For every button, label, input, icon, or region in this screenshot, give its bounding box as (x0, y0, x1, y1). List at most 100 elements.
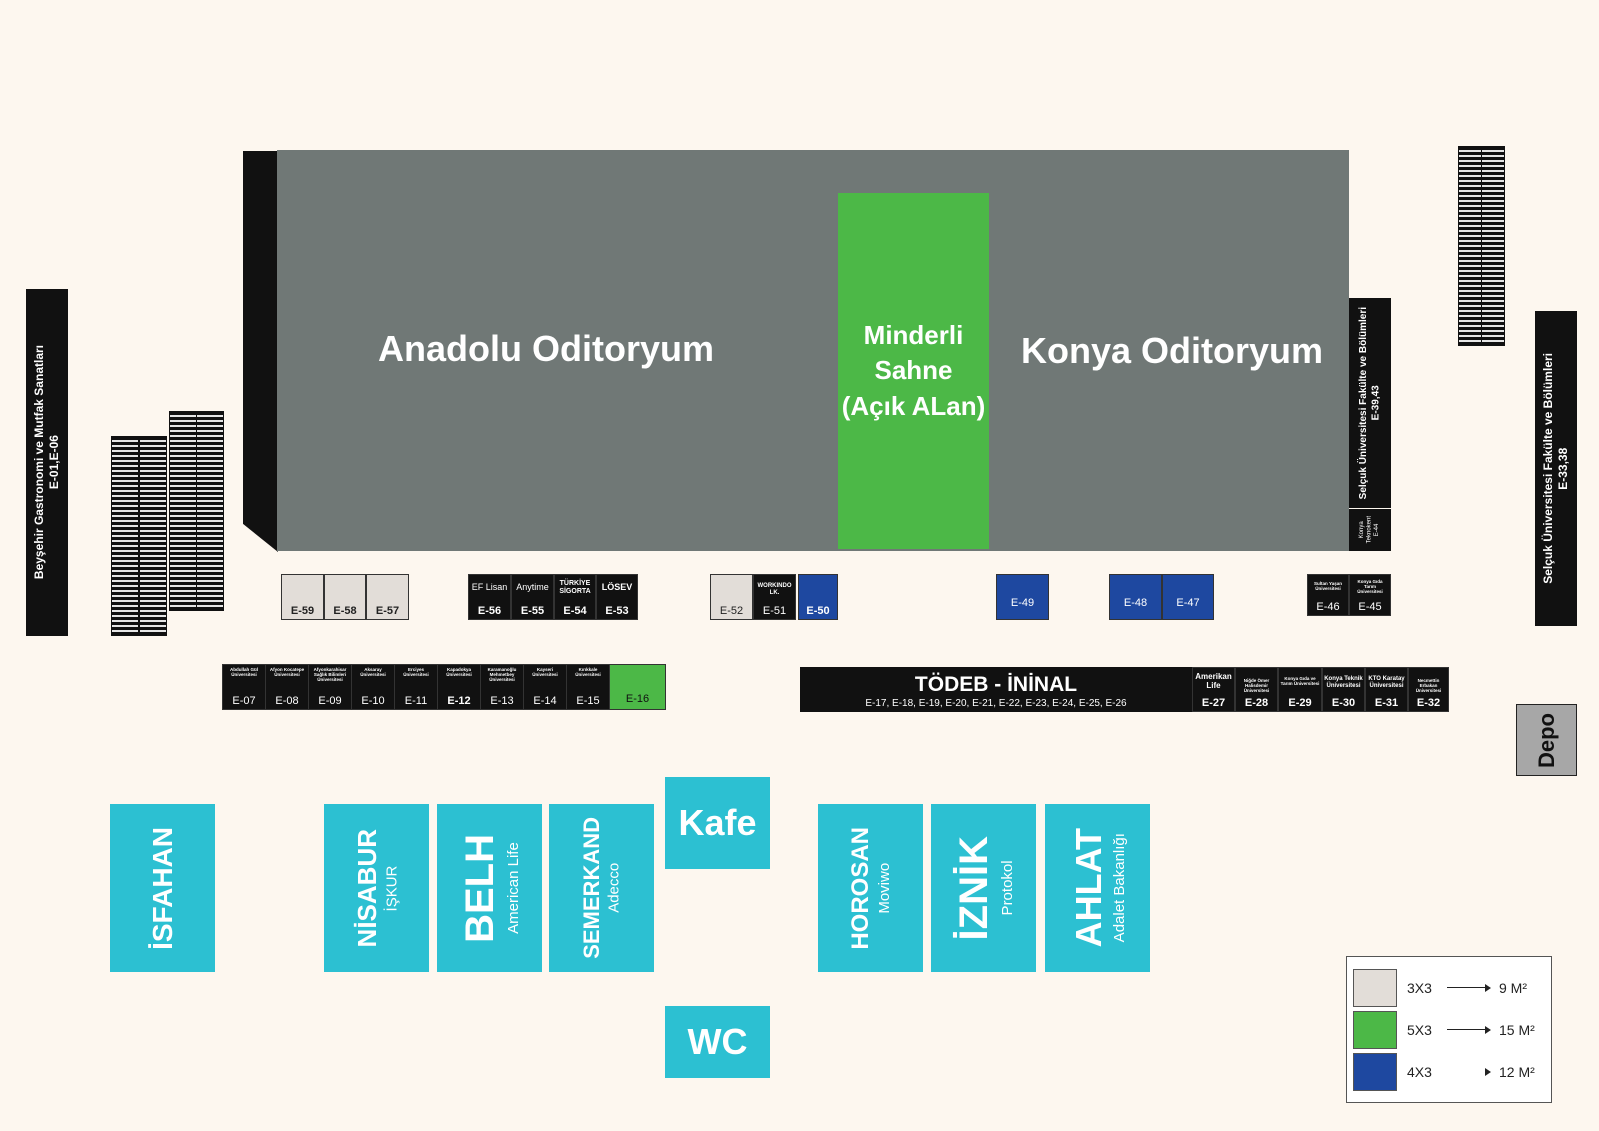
booth-e31[interactable]: KTO Karatay Üniversitesi E-31 (1365, 667, 1408, 712)
booth-e54[interactable]: TÜRKİYE SİGORTA E-54 (554, 574, 596, 620)
teknokent-line-2: Teknokent (1366, 516, 1373, 544)
booth-e27[interactable]: Amerikan Life E-27 (1192, 667, 1235, 712)
legend-size: 4X3 (1407, 1064, 1432, 1080)
booth-e16[interactable]: E-16 (609, 664, 666, 710)
selcuk-inner-codes: E-39,43 (1370, 385, 1381, 421)
booth-name: Niğde Ömer Halisdemir Üniversitesi (1243, 678, 1270, 694)
booth-e08[interactable]: Afyon Kocatepe Üniversitesi E-08 (265, 664, 309, 710)
beysehir-gastronomi-booth: Beyşehir Gastronomi ve Mutfak Sanatları … (26, 289, 68, 636)
booth-e45[interactable]: Konya Gıda Tarım Üniversitesi E-45 (1349, 574, 1391, 616)
legend: 3X3 9 M² 5X3 15 M² 4X3 12 M² (1346, 956, 1552, 1103)
striped-rack-1 (111, 436, 139, 636)
legend-row-4x3: 4X3 12 M² (1353, 1053, 1535, 1091)
legend-area: 15 M² (1499, 1022, 1535, 1038)
pavilion-isfahan[interactable]: İSFAHAN (110, 804, 215, 972)
kafe-label: Kafe (678, 802, 757, 843)
booth-e49[interactable]: E-49 (996, 574, 1049, 620)
booth-e07[interactable]: Abdullah Gül Üniversitesi E-07 (222, 664, 266, 710)
booth-name: Karamanoğlu Mehmetbey Üniversitesi (487, 667, 517, 683)
pavilion-belh[interactable]: BELH American Life (437, 804, 542, 972)
booth-e48[interactable]: E-48 (1109, 574, 1162, 620)
pavilion-sponsor: Moviwo (876, 862, 894, 914)
pavilion-name: NİSABUR (351, 828, 382, 948)
booth-code: E-14 (533, 695, 557, 707)
legend-row-5x3: 5X3 15 M² (1353, 1011, 1535, 1049)
booth-e53[interactable]: LÖSEV E-53 (596, 574, 638, 620)
pavilion-horosan[interactable]: HOROSAN Moviwo (818, 804, 923, 972)
booth-e13[interactable]: Karamanoğlu Mehmetbey Üniversitesi E-13 (480, 664, 524, 710)
legend-swatch-blue (1353, 1053, 1397, 1091)
booth-name: WORKINDO LK. (757, 583, 792, 596)
konya-teknokent-booth: Konya Teknokent E-44 (1349, 509, 1391, 551)
booth-e29[interactable]: Konya Gıda ve Tarım Üniversitesi E-29 (1278, 667, 1322, 712)
booth-code: E-27 (1201, 697, 1226, 709)
pavilion-sponsor: İŞKUR (383, 865, 401, 911)
booth-e10[interactable]: Aksaray Üniversitesi E-10 (351, 664, 395, 710)
booth-name: TÜRKİYE SİGORTA (559, 580, 591, 595)
pavilion-sponsor: Adalet Bakanlığı (1110, 833, 1128, 943)
pavilion-name: BELH (458, 833, 503, 943)
legend-area: 12 M² (1499, 1064, 1535, 1080)
arrow-right-icon (1447, 1025, 1491, 1035)
pavilion-sponsor: Adecco (605, 862, 623, 914)
legend-size: 5X3 (1407, 1022, 1432, 1038)
stage-line-2: Sahne (874, 355, 953, 386)
todeb-ininal-booth[interactable]: TÖDEB - İNİNAL E-17, E-18, E-19, E-20, E… (800, 667, 1192, 712)
wc-area[interactable]: WC (665, 1006, 770, 1078)
booth-e58[interactable]: E-58 (324, 574, 366, 620)
depo-label: Depo (1533, 712, 1559, 768)
selcuk-inner-label: Selçuk Üniversitesi Fakülte ve Bölümleri (1357, 306, 1369, 500)
selcuk-e39-43-booth: Selçuk Üniversitesi Fakülte ve Bölümleri… (1349, 298, 1391, 508)
main-hall (277, 150, 1349, 551)
booth-code: E-51 (762, 605, 787, 617)
booth-e57[interactable]: E-57 (366, 574, 409, 620)
booth-code: E-46 (1316, 601, 1340, 613)
pavilion-ahlat[interactable]: AHLAT Adalet Bakanlığı (1045, 804, 1150, 972)
booth-name: Afyon Kocatepe Üniversitesi (269, 667, 305, 678)
booth-name: Konya Gıda ve Tarım Üniversitesi (1280, 676, 1320, 687)
booth-e32[interactable]: Necmettin Erbakan Üniversitesi E-32 (1408, 667, 1449, 712)
pavilion-name: AHLAT (1067, 828, 1109, 948)
pavilion-sponsor: Protokol (999, 860, 1017, 916)
legend-row-3x3: 3X3 9 M² (1353, 969, 1527, 1007)
booth-e56[interactable]: EF Lisan E-56 (468, 574, 511, 620)
booth-code: E-47 (1176, 597, 1200, 609)
booth-code: E-50 (806, 605, 830, 617)
legend-area: 9 M² (1499, 980, 1527, 996)
booth-e47[interactable]: E-47 (1162, 574, 1214, 620)
booth-e55[interactable]: Anytime E-55 (511, 574, 554, 620)
selcuk-e33-38-booth: Selçuk Üniversitesi Fakülte ve Bölümleri… (1535, 311, 1577, 626)
booth-e51[interactable]: WORKINDO LK. E-51 (753, 574, 796, 620)
booth-code: E-10 (361, 695, 385, 707)
booth-name: Kayseri Üniversitesi (532, 667, 558, 678)
booth-e12[interactable]: Kapadokya Üniversitesi E-12 (437, 664, 481, 710)
booth-e09[interactable]: Afyonkarahisar Sağlık Bilimleri Üniversi… (308, 664, 352, 710)
pavilion-nisabur[interactable]: NİSABUR İŞKUR (324, 804, 429, 972)
booth-name: Abdullah Gül Üniversitesi (230, 667, 258, 678)
booth-e14[interactable]: Kayseri Üniversitesi E-14 (523, 664, 567, 710)
striped-rack-3 (169, 411, 197, 611)
pavilion-iznik[interactable]: İZNİK Protokol (931, 804, 1036, 972)
stage-line-3: (Açık ALan) (841, 390, 986, 421)
depo-storage: Depo (1516, 704, 1577, 776)
pavilion-name: HOROSAN (847, 826, 875, 950)
beysehir-label: Beyşehir Gastronomi ve Mutfak Sanatları (32, 345, 46, 580)
booth-e50[interactable]: E-50 (798, 574, 838, 620)
booth-e46[interactable]: Sultan Yaşan Üniversitesi E-46 (1307, 574, 1349, 616)
booth-e11[interactable]: Erciyes Üniversitesi E-11 (394, 664, 438, 710)
booth-e15[interactable]: Kırıkkale Üniversitesi E-15 (566, 664, 610, 710)
selcuk-outer-codes: E-33,38 (1556, 447, 1570, 490)
pavilion-semerkand[interactable]: SEMERKAND Adecco (549, 804, 654, 972)
booth-e30[interactable]: Konya Teknik Üniversitesi E-30 (1322, 667, 1365, 712)
arrow-right-icon (1447, 1067, 1491, 1077)
kafe-area[interactable]: Kafe (665, 777, 770, 869)
booth-code: E-49 (1010, 597, 1035, 609)
booth-code: E-11 (404, 695, 428, 707)
selcuk-outer-label: Selçuk Üniversitesi Fakülte ve Bölümleri (1541, 353, 1555, 584)
booth-code: E-52 (719, 605, 744, 617)
booth-code: E-54 (563, 605, 587, 617)
booth-e59[interactable]: E-59 (281, 574, 324, 620)
booth-e28[interactable]: Niğde Ömer Halisdemir Üniversitesi E-28 (1235, 667, 1278, 712)
booth-e52[interactable]: E-52 (710, 574, 753, 620)
booth-code: E-32 (1416, 697, 1441, 709)
